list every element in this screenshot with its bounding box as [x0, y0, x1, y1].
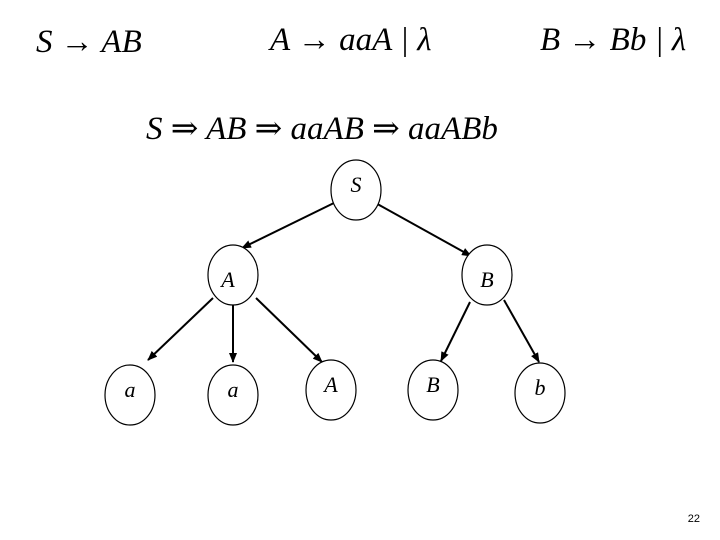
- derivation-step-1: AB: [206, 111, 247, 147]
- edge-a-a1: [147, 297, 214, 361]
- edge-a-A: [255, 297, 323, 363]
- rule-s-rhs: AB: [101, 24, 142, 60]
- edge-b-b: [503, 299, 540, 363]
- tree-leaf-B: B: [407, 359, 459, 421]
- node-label-a: A: [219, 267, 235, 292]
- derivation-arrow: ⇒: [170, 111, 199, 147]
- production-rule-b: B → Bb | λ: [540, 24, 686, 57]
- derivation-arrow: ⇒: [254, 111, 283, 147]
- derivation-step-2: aaAB: [290, 111, 364, 147]
- edge-s-a: [241, 200, 339, 249]
- rule-a-lhs: A: [270, 22, 290, 58]
- edge-s-b: [371, 200, 472, 257]
- derivation-step-3: aaABb: [408, 111, 498, 147]
- rule-b-arrow: →: [568, 22, 602, 58]
- tree-node-s: S: [330, 159, 382, 221]
- tree-leaf-a1: a: [104, 364, 156, 426]
- tree-leaf-b: b: [514, 362, 566, 424]
- leaf-label-B: B: [426, 372, 439, 397]
- tree-node-b: B: [461, 244, 513, 306]
- rule-s-arrow: →: [60, 24, 94, 60]
- derivation-step-0: S: [146, 111, 163, 147]
- derivation-arrow: ⇒: [372, 111, 400, 147]
- page-number: 22: [687, 513, 700, 525]
- production-rule-a: A → aaA | λ: [270, 24, 432, 57]
- tree-node-a: A: [207, 244, 259, 306]
- tree-edges: [147, 200, 540, 363]
- leaf-label-a2: a: [228, 377, 239, 402]
- edge-b-B: [440, 301, 471, 362]
- leaf-label-a1: a: [125, 377, 136, 402]
- rule-s-lhs: S: [36, 24, 53, 60]
- rule-a-rhs: aaA | λ: [339, 22, 432, 58]
- node-label-s: S: [351, 172, 362, 197]
- node-label-b: B: [480, 267, 493, 292]
- rule-b-lhs: B: [540, 22, 561, 58]
- rule-a-arrow: →: [297, 22, 331, 58]
- production-rule-s: S → AB: [36, 26, 142, 59]
- tree-leaf-a2: a: [207, 364, 259, 426]
- tree-leaf-A: A: [305, 359, 357, 421]
- leaf-label-A: A: [322, 372, 338, 397]
- rule-b-rhs: Bb | λ: [609, 22, 687, 58]
- leaf-label-b: b: [535, 375, 546, 400]
- derivation-sequence: S ⇒ AB ⇒ aaAB ⇒ aaABb: [146, 113, 498, 146]
